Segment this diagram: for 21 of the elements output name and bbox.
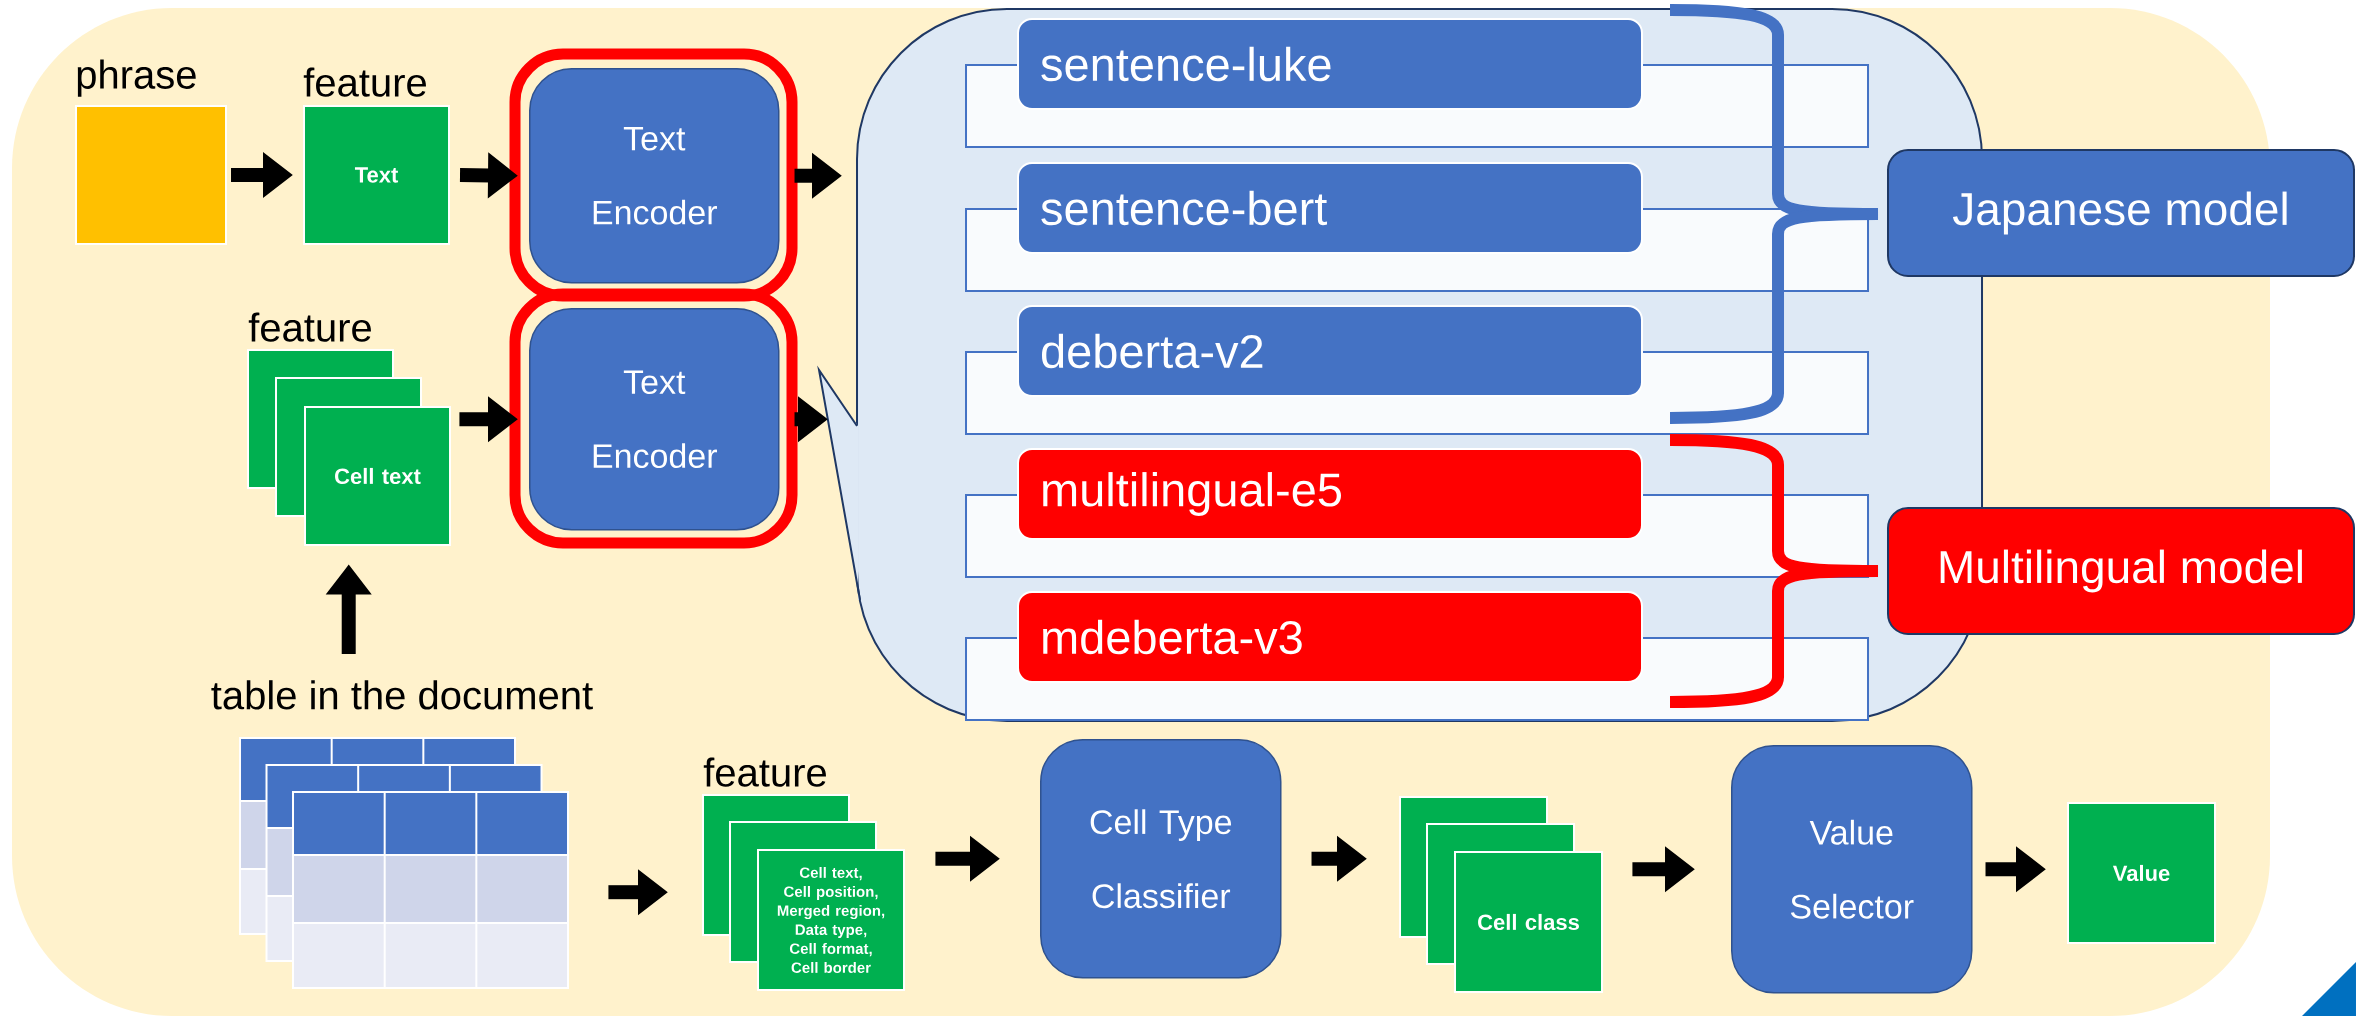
heading: table in the document [211,680,593,710]
model-row: multilingual-e5 [965,448,1869,578]
model-row: sentence-luke [965,18,1869,148]
model-row: deberta-v2 [965,305,1869,435]
selector-box: Value Selector [1731,745,1973,994]
heading: feature [248,312,371,342]
heading: phrase [77,59,196,97]
model-group-box: Japanese model [1887,149,2355,277]
encoder-box: Text Encoder [509,48,798,302]
feature-card-stack: Cell text [247,349,451,546]
feature-card: Text [303,105,450,245]
value-card: Value [2067,802,2216,944]
model-row: mdeberta-v3 [965,591,1869,721]
heading: feature [703,757,826,787]
encoder-box: Text Encoder [509,288,798,549]
heading: feature [303,67,426,97]
class-card-stack: Cell class [1399,796,1603,993]
model-row: sentence-bert [965,162,1869,292]
feature-card-stack: Cell text, Cell position, Merged region, Data type, Cell format, Cell border [702,794,905,991]
model-group-box: Multilingual model [1887,507,2355,635]
classifier-box: Cell Type Classifier [1040,739,1282,979]
